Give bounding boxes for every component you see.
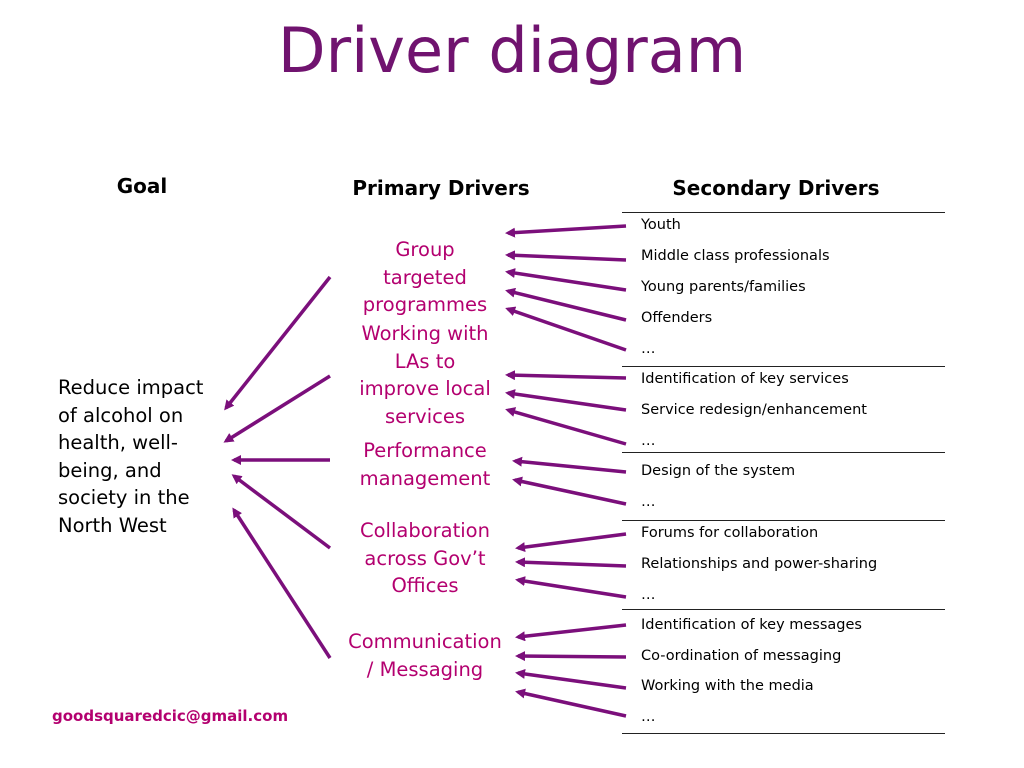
secondary-driver-item: … xyxy=(641,587,656,603)
arrow-secondary-to-primary xyxy=(505,389,627,412)
secondary-driver-item: Youth xyxy=(641,217,681,233)
secondary-driver-item: Young parents/families xyxy=(641,279,806,295)
arrow-secondary-to-primary xyxy=(505,306,627,352)
secondary-driver-item: Offenders xyxy=(641,310,713,326)
primary-driver-line: Communication xyxy=(348,630,502,653)
footer-email: goodsquaredcic@gmail.com xyxy=(52,707,289,725)
separator-line xyxy=(622,733,945,734)
primary-driver-line: improve local xyxy=(359,377,491,400)
primary-driver-line: Offices xyxy=(391,574,459,597)
arrow-secondary-to-primary xyxy=(505,224,627,238)
primary-drivers-header: Primary Drivers xyxy=(352,176,530,200)
secondary-driver-item: Identification of key messages xyxy=(641,617,862,633)
secondary-driver-item: Design of the system xyxy=(641,463,796,479)
goal-line: of alcohol on xyxy=(58,403,184,427)
arrow-secondary-to-primary xyxy=(505,268,627,292)
arrow-secondary-to-primary xyxy=(505,370,627,381)
primary-driver-line: Group xyxy=(395,238,455,261)
goal-line: North West xyxy=(58,513,167,537)
primary-driver-line: Performance xyxy=(363,439,487,462)
goal-header: Goal xyxy=(116,174,168,198)
secondary-drivers-header: Secondary Drivers xyxy=(672,176,880,200)
secondary-driver-item: … xyxy=(641,494,656,510)
separator-line xyxy=(622,609,945,610)
arrow-secondary-to-primary xyxy=(512,456,627,474)
primary-driver-line: / Messaging xyxy=(366,657,484,681)
secondary-driver-item: Forums for collaboration xyxy=(641,525,819,541)
goal-line: health, well- xyxy=(58,431,178,454)
arrow-secondary-to-primary xyxy=(505,407,627,446)
arrow-secondary-to-primary xyxy=(515,576,627,599)
arrow-primary-to-goal xyxy=(232,507,332,659)
arrow-secondary-to-primary xyxy=(505,250,627,262)
arrow-secondary-to-primary xyxy=(515,532,627,553)
primary-driver-line: LAs to xyxy=(394,349,456,373)
arrow-primary-to-goal xyxy=(224,275,332,411)
separator-line xyxy=(622,520,945,521)
secondary-driver-item: Service redesign/enhancement xyxy=(641,402,867,418)
arrow-secondary-to-primary xyxy=(515,651,627,662)
separator-line xyxy=(622,212,945,213)
arrow-primary-to-goal xyxy=(223,374,331,443)
arrow-primary-to-goal xyxy=(231,474,332,550)
goal-statement: Reduce impact of alcohol on health, well… xyxy=(58,374,238,539)
secondary-driver-item: … xyxy=(641,433,656,449)
arrow-secondary-to-primary xyxy=(505,287,627,322)
primary-driver-line: programmes xyxy=(362,293,488,316)
primary-driver-collaboration: Collaboration across Gov’t Offices xyxy=(335,517,515,600)
secondary-driver-item: Working with the media xyxy=(641,678,814,694)
primary-driver-line: across Gov’t xyxy=(364,546,486,570)
secondary-driver-item: Identification of key services xyxy=(641,371,849,387)
arrow-secondary-to-primary xyxy=(515,688,627,718)
arrow-secondary-to-primary xyxy=(515,557,627,568)
secondary-driver-item: Co-ordination of messaging xyxy=(641,648,842,664)
secondary-driver-item: Middle class professionals xyxy=(641,248,830,264)
secondary-driver-item: … xyxy=(641,709,656,725)
primary-driver-performance: Performance management xyxy=(335,437,515,492)
primary-driver-communication: Communication / Messaging xyxy=(330,628,520,683)
arrow-secondary-to-primary xyxy=(512,476,627,506)
primary-driver-line: Working with xyxy=(361,322,489,345)
separator-line xyxy=(622,452,945,453)
primary-driver-line: management xyxy=(359,466,491,490)
primary-driver-working-with-las: Working with LAs to improve local servic… xyxy=(335,320,515,430)
primary-driver-line: Collaboration xyxy=(360,519,490,542)
primary-driver-line: targeted xyxy=(383,265,467,289)
separator-line xyxy=(622,366,945,367)
secondary-driver-item: Relationships and power-sharing xyxy=(641,556,878,572)
goal-line: society in the xyxy=(58,486,190,509)
arrow-secondary-to-primary xyxy=(515,623,627,642)
arrow-secondary-to-primary xyxy=(515,669,627,690)
primary-driver-group-targeted: Group targeted programmes xyxy=(335,236,515,319)
primary-driver-line: services xyxy=(384,404,465,428)
goal-line: Reduce impact xyxy=(58,376,204,399)
secondary-driver-item: … xyxy=(641,341,656,357)
page-title: Driver diagram xyxy=(277,14,747,87)
goal-line: being, and xyxy=(58,458,162,482)
